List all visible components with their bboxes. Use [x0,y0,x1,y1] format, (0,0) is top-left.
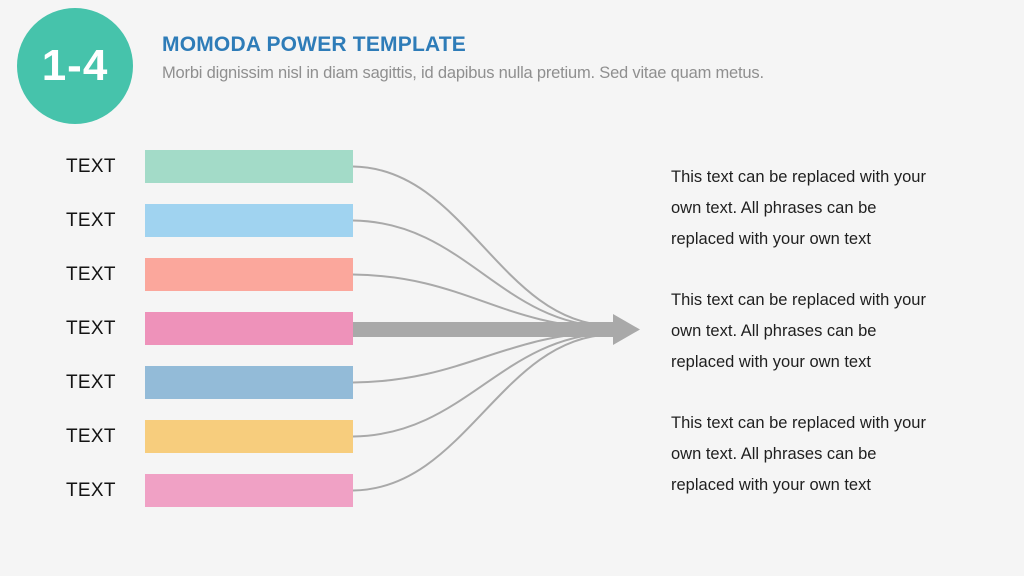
paragraph-line: replaced with your own text [671,352,871,371]
paragraph-line: own text. All phrases can be [671,321,877,340]
connector-curve-7 [352,333,610,492]
bar-shape-1 [145,150,353,183]
paragraph-line: This text can be replaced with your [671,291,926,309]
bar-row-5: TEXT [0,366,420,399]
bar-shape-7 [145,474,353,507]
bar-row-6: TEXT [0,420,420,453]
bar-row-7: TEXT [0,474,420,507]
bar-label-7: TEXT [66,479,116,501]
bar-label-6: TEXT [66,425,116,447]
paragraph-line: This text can be replaced with your [671,414,926,432]
paragraph-line: replaced with your own text [671,475,871,494]
bar-shape-2 [145,204,353,237]
bar-shape-4 [145,312,353,345]
paragraph-line: own text. All phrases can be [671,198,877,217]
paragraph-block-1: This text can be replaced with your own … [671,162,991,254]
bar-label-2: TEXT [66,209,116,231]
bar-shape-6 [145,420,353,453]
badge-label: 1-4 [41,41,109,90]
bar-shape-3 [145,258,353,291]
slide-subtitle: Morbi dignissim nisl in diam sagittis, i… [162,64,764,82]
bar-label-5: TEXT [66,371,116,393]
bar-row-4: TEXT [0,312,420,345]
paragraph-line: own text. All phrases can be [671,444,877,463]
paragraph-block-2: This text can be replaced with your own … [671,285,991,377]
slide-title: MOMODA POWER TEMPLATE [162,33,467,56]
bar-label-4: TEXT [66,317,116,339]
bar-row-3: TEXT [0,258,420,291]
bar-row-1: TEXT [0,150,420,183]
bar-row-2: TEXT [0,204,420,237]
paragraph-line: replaced with your own text [671,229,871,248]
number-badge: 1-4 [17,8,133,124]
bar-label-1: TEXT [66,155,116,177]
paragraph-line: This text can be replaced with your [671,168,926,186]
paragraph-block-3: This text can be replaced with your own … [671,408,991,500]
bar-label-3: TEXT [66,263,116,285]
connector-curve-1 [352,165,610,327]
bar-shape-5 [145,366,353,399]
